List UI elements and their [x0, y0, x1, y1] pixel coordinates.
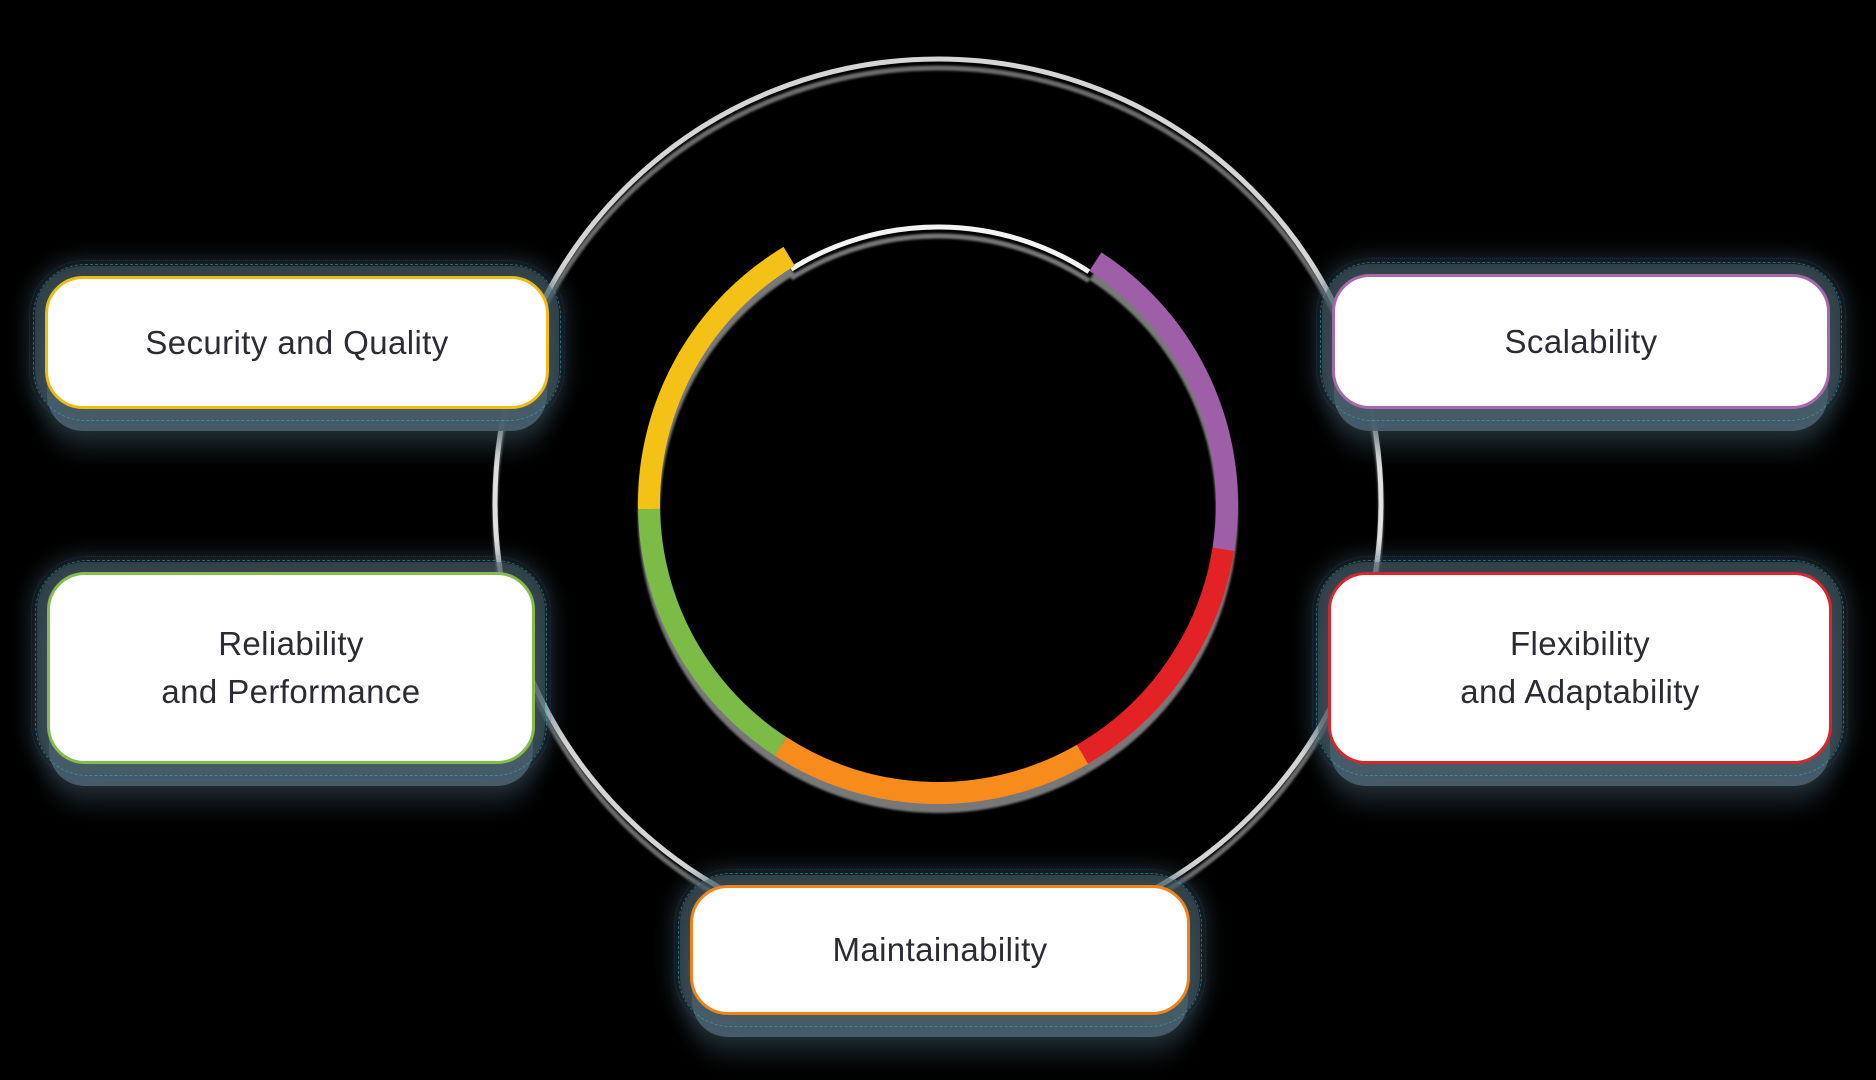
ring-segment-yellow [637, 246, 795, 510]
node-scalability: Scalability [1316, 258, 1846, 425]
node-label-line-2: and Adaptability [1460, 673, 1700, 710]
node-label-line-1: Flexibility [1509, 625, 1651, 663]
node-label: Security and Quality [145, 323, 449, 361]
node-label-line-2: and Performance [161, 673, 421, 710]
ring-segment-purple [1089, 252, 1238, 551]
node-label-line-1: Reliability [218, 625, 364, 663]
outer-circle [492, 56, 1384, 948]
node-flexibility-and-adaptability: Flexibility and Adaptability [1312, 556, 1848, 780]
node-reliability-and-performance: Reliability and Performance [31, 556, 551, 780]
node-maintainability: Maintainability [674, 869, 1206, 1031]
ring-segment-orange [774, 737, 1088, 805]
ring-segment-green [638, 508, 787, 756]
ring-segment-red [1076, 547, 1235, 764]
node-security-and-quality: Security and Quality [29, 260, 565, 425]
node-label: Maintainability [832, 931, 1048, 969]
ring-gap-arc [789, 224, 1091, 274]
node-label: Scalability [1504, 322, 1658, 360]
